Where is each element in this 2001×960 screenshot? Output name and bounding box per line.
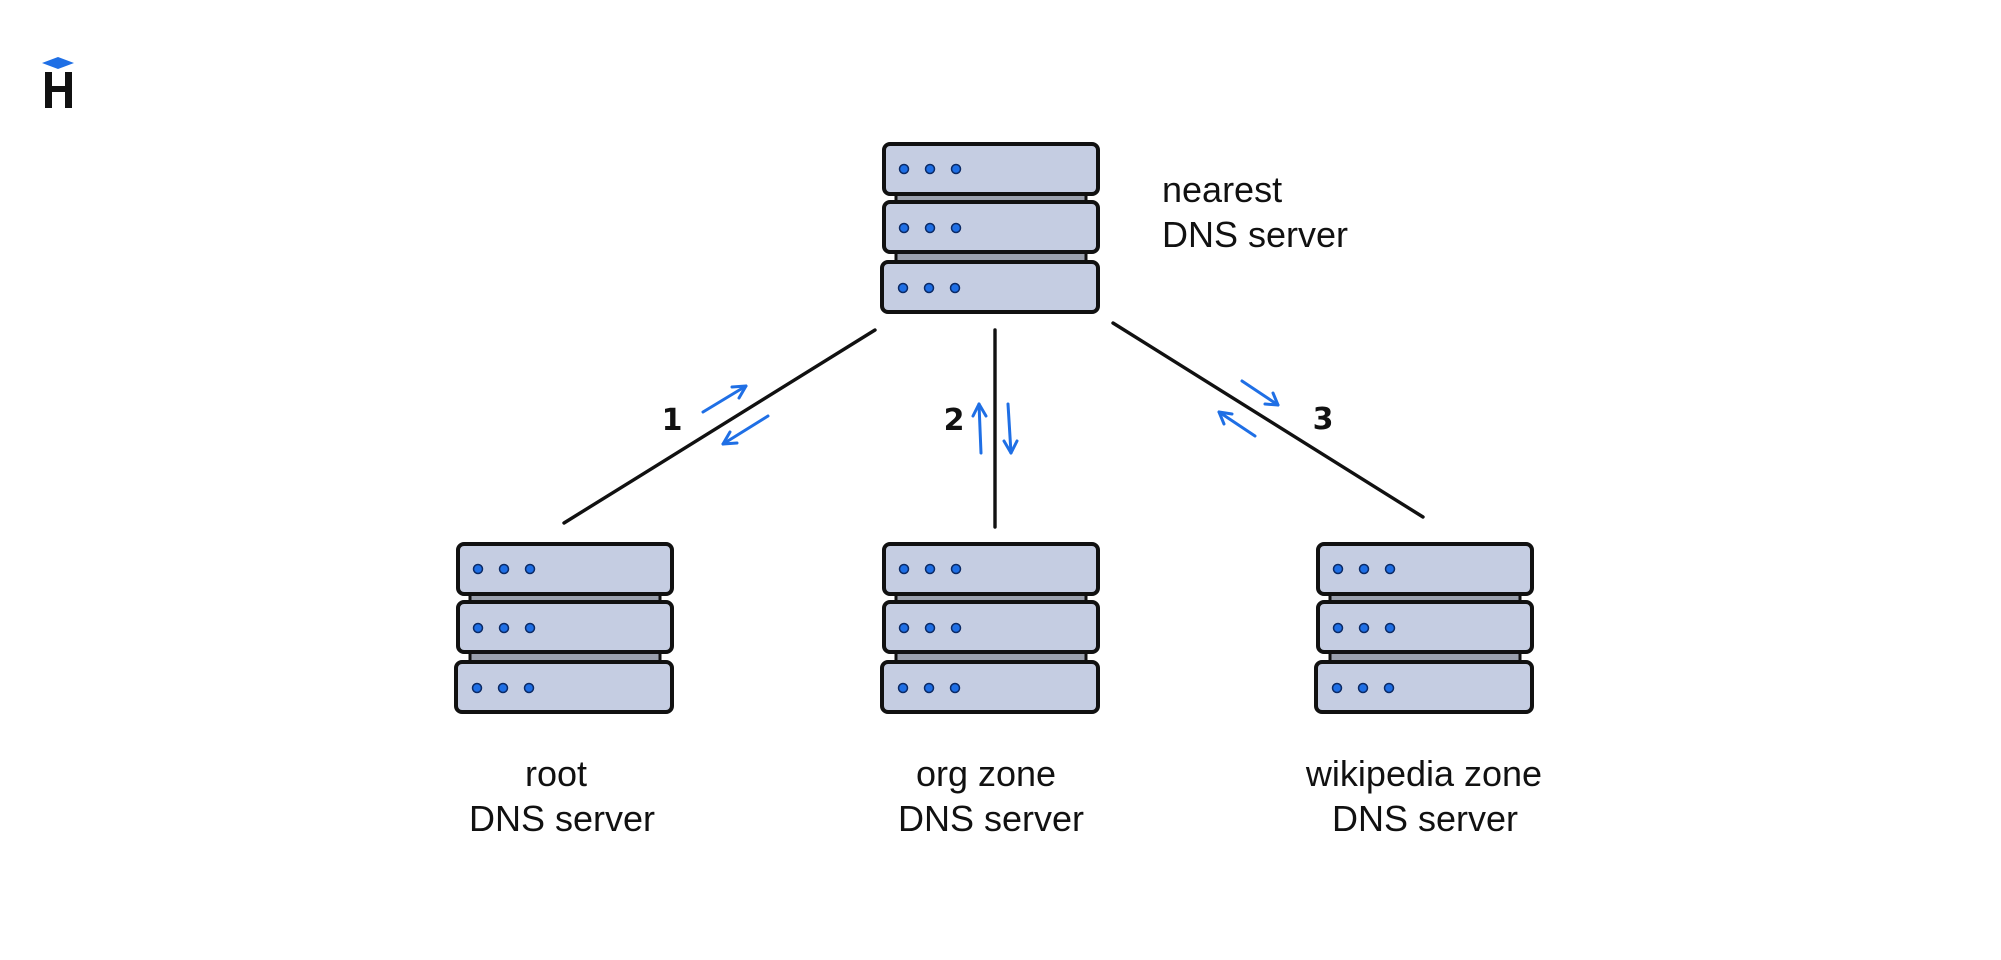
response-arrow-root-icon [721,414,770,446]
root-server-label-line1: root [525,753,587,794]
wikipedia-zone-dns-server-icon [1314,542,1534,714]
response-arrow-wikipedia-icon [1217,410,1257,438]
org-server-label-line1: org zone [916,753,1056,794]
nearest-server-label-line2: DNS server [1162,214,1348,255]
nearest-server-label-line1: nearest [1162,169,1282,210]
connector-nearest-wikipedia [1111,321,1425,519]
root-server-label-line2: DNS server [469,798,655,839]
step-number-2: 2 [944,403,965,438]
step-number-1: 1 [662,403,683,438]
step-number-3: 3 [1313,402,1334,437]
nearest-dns-server-icon [880,142,1100,314]
org-zone-dns-server-icon [880,542,1100,714]
request-arrow-root-icon [701,384,748,414]
wikipedia-server-label-line1: wikipedia zone [1305,753,1542,794]
org-server-label-line2: DNS server [898,798,1084,839]
request-arrow-wikipedia-icon [1240,379,1280,407]
connector-nearest-root [562,328,877,525]
hexlet-logo-icon [42,57,74,108]
root-dns-server-icon [454,542,674,714]
wikipedia-server-label-line2: DNS server [1332,798,1518,839]
request-arrow-org-icon [971,402,988,455]
response-arrow-org-icon [1002,402,1019,455]
